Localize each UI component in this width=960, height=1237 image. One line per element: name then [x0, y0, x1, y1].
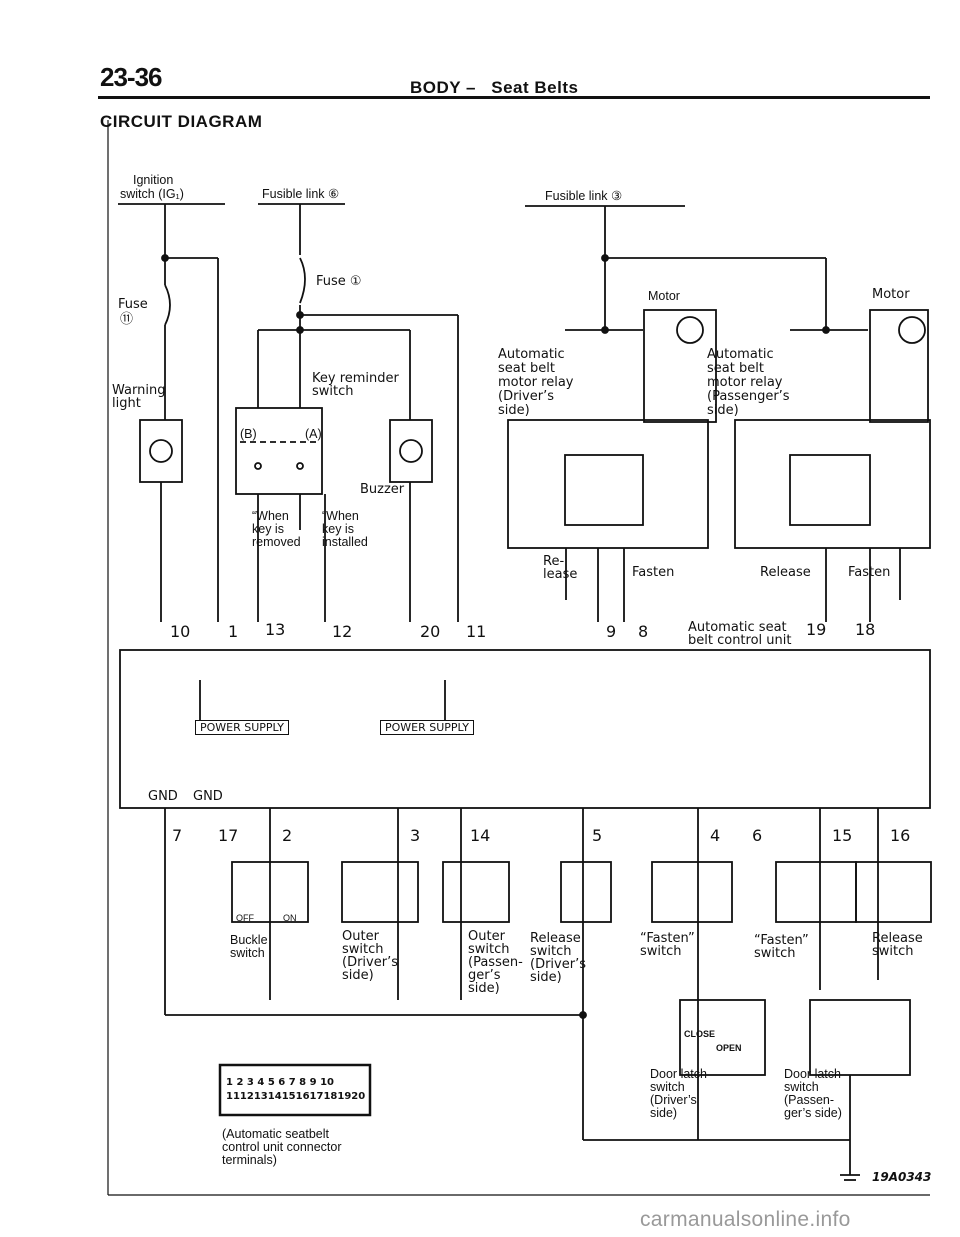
fasten-right-label: Fasten: [848, 565, 891, 580]
header-rule: [98, 96, 930, 99]
connector-terminals: 1 2 3 4 5 6 7 8 9 10 1112131415161718192…: [226, 1076, 365, 1104]
pin-top-12: 12: [332, 622, 353, 641]
pin-bottom-14: 14: [470, 826, 491, 845]
power-supply-box-1: POWER SUPPLY: [195, 720, 289, 735]
pin-bottom-15: 15: [832, 826, 853, 845]
buckle-switch-on: ON: [283, 913, 297, 923]
diagram-title: CIRCUIT DIAGRAM: [100, 112, 263, 131]
gnd-2-label: GND: [193, 789, 223, 804]
fuse-11-label: Fuse: [118, 297, 148, 312]
section-title: BODY: [410, 78, 461, 97]
connector-row-1: 1 2 3 4 5 6 7 8 9 10: [226, 1077, 334, 1088]
pin-bottom-7: 7: [172, 826, 183, 845]
pin-top-13: 13: [265, 620, 286, 639]
pin-top-19: 19: [806, 620, 827, 639]
release-left-label: Re-lease: [543, 554, 578, 582]
fasten-switch-1-label: “Fasten”switch: [640, 931, 695, 959]
release-right-label: Release: [760, 565, 811, 580]
fusible-link-3-label: Fusible link ③: [545, 189, 623, 203]
pin-bottom-2: 2: [282, 826, 293, 845]
pin-top-10: 10: [170, 622, 191, 641]
page-number: 23-36: [100, 62, 162, 92]
fuse-1-label: Fuse ①: [316, 274, 362, 289]
door-close-label: CLOSE: [684, 1029, 716, 1039]
power-supply-box-2: POWER SUPPLY: [380, 720, 474, 735]
subsection-title: Seat Belts: [491, 78, 579, 97]
door-open-label: OPEN: [716, 1043, 742, 1053]
key-switch-b: (B): [240, 427, 257, 441]
fasten-left-label: Fasten: [632, 565, 675, 580]
key-switch-a: (A): [305, 427, 322, 441]
pin-bottom-17: 17: [218, 826, 239, 845]
buckle-switch-off: OFF: [236, 913, 254, 923]
pin-top-18: 18: [855, 620, 876, 639]
pin-top-20: 20: [420, 622, 441, 641]
gnd-1-label: GND: [148, 789, 178, 804]
watermark: carmanualsonline.info: [640, 1208, 851, 1231]
fuse-11-number: ⑪: [120, 312, 134, 327]
pin-top-8: 8: [638, 622, 649, 641]
buzzer-label: Buzzer: [360, 482, 405, 497]
page-title: BODY – Seat Belts: [410, 78, 578, 98]
ignition-switch-label: switch (IG₁): [120, 187, 184, 201]
pin-bottom-4: 4: [710, 826, 721, 845]
pin-bottom-5: 5: [592, 826, 603, 845]
title-dash: –: [466, 78, 477, 97]
connector-row-2: 11121314151617181920: [226, 1091, 366, 1102]
pin-top-1: 1: [228, 622, 239, 641]
ignition-label: Ignition: [133, 173, 174, 187]
pin-bottom-16: 16: [890, 826, 911, 845]
motor-right-label: Motor: [872, 287, 910, 302]
pin-top-9: 9: [606, 622, 617, 641]
pin-bottom-6: 6: [752, 826, 763, 845]
figure-code: 19A0343: [872, 1170, 932, 1184]
motor-left-label: Motor: [648, 289, 680, 303]
pin-bottom-3: 3: [410, 826, 421, 845]
pin-top-11: 11: [466, 622, 487, 641]
fasten-switch-2-label: “Fasten”switch: [754, 933, 809, 961]
fusible-link-6-label: Fusible link ⑥: [262, 187, 340, 201]
